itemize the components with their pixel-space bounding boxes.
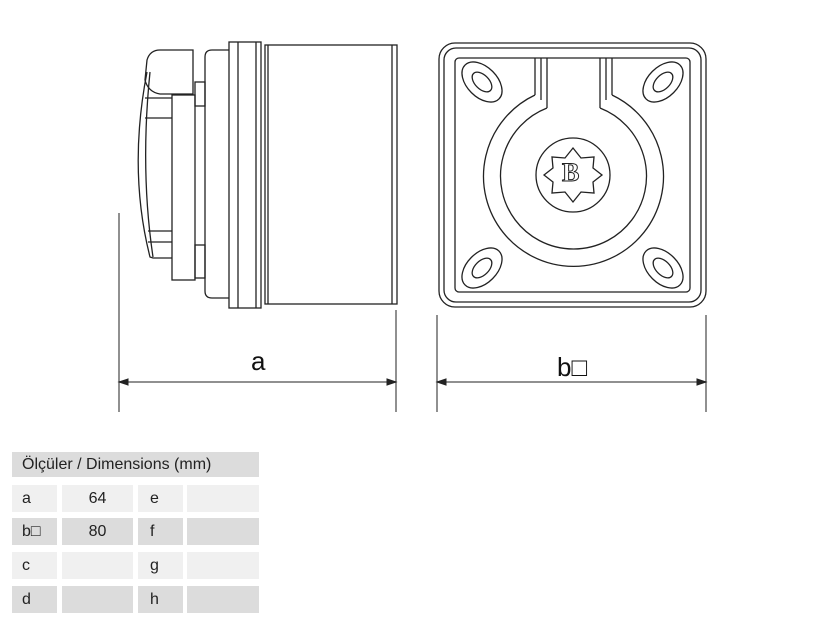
value-cell xyxy=(62,586,133,613)
mounting-holes xyxy=(461,61,684,289)
front-view xyxy=(438,42,707,308)
value-cell xyxy=(187,518,259,545)
value-cell xyxy=(187,586,259,613)
key-cell: e xyxy=(138,485,183,512)
value-cell: 80 xyxy=(62,518,133,545)
technical-drawing xyxy=(117,41,708,412)
side-view xyxy=(137,41,398,309)
key-cell: d xyxy=(12,586,57,613)
key-cell: b□ xyxy=(12,518,57,545)
brand-logo: B xyxy=(561,158,580,188)
dimension-label-a: a xyxy=(251,346,266,376)
key-cell: c xyxy=(12,552,57,579)
key-cell: g xyxy=(138,552,183,579)
value-cell: 64 xyxy=(62,485,133,512)
value-cell xyxy=(62,552,133,579)
key-cell: h xyxy=(138,586,183,613)
dimension-lines xyxy=(117,213,708,412)
value-cell xyxy=(187,485,259,512)
key-cell: f xyxy=(138,518,183,545)
dimension-label-b: b□ xyxy=(557,352,588,382)
value-cell xyxy=(187,552,259,579)
key-cell: a xyxy=(12,485,57,512)
table-title: Ölçüler / Dimensions (mm) xyxy=(12,452,259,477)
